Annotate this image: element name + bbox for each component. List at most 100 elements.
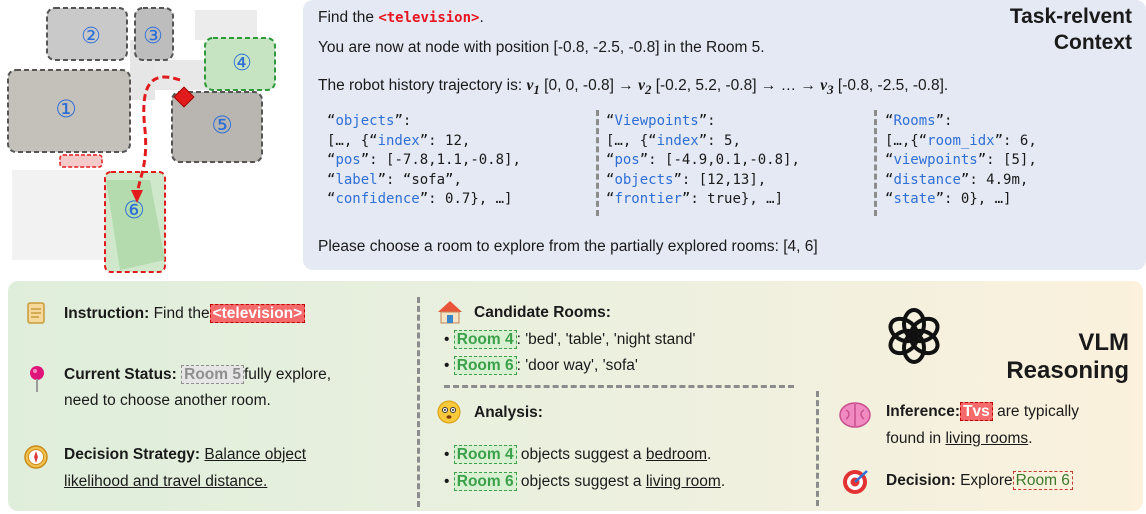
- context-title-line2: Context: [1053, 31, 1132, 54]
- candidate-room-6-tag: Room 6: [453, 356, 517, 375]
- strategy-row: Decision Strategy: Balance object: [64, 443, 306, 467]
- target-object: <television>: [378, 10, 480, 26]
- candidate-room-6: • Room 6: 'door way', 'sofa': [444, 354, 638, 378]
- context-title-line1: Task-relvent: [1009, 5, 1132, 28]
- floor-plan-map: ② ③ ① ④ ⑤ ⑥: [7, 7, 276, 273]
- vlm-title: VLM Reasoning: [1006, 329, 1129, 385]
- vlm-reasoning-panel: Instruction: Find the<television> Curren…: [8, 281, 1143, 511]
- room-5-label: ⑤: [211, 111, 233, 139]
- bullet: •: [444, 446, 450, 463]
- pushpin-icon: [30, 366, 44, 392]
- room-2-outline: [46, 7, 128, 61]
- room-4-outline: [204, 37, 276, 91]
- room-1-outline: [7, 69, 131, 153]
- node-v3-sub: 3: [827, 82, 834, 98]
- status-label: Current Status:: [64, 366, 177, 383]
- candidate-room-4-tag: Room 4: [453, 330, 517, 349]
- bullet: •: [444, 331, 450, 348]
- target-icon: [843, 470, 868, 494]
- code-divider: [596, 110, 599, 216]
- decision-label: Decision:: [886, 472, 956, 489]
- inference-room-type: living rooms: [945, 430, 1029, 447]
- column-divider: [816, 391, 819, 506]
- strategy-label: Decision Strategy:: [64, 446, 201, 463]
- task-context-panel: Find the <television>. Task-relvent Cont…: [303, 0, 1146, 270]
- instruction-label: Instruction:: [64, 305, 150, 322]
- candidate-room-6-objects: : 'door way', 'sofa': [516, 357, 638, 374]
- period: .: [720, 473, 726, 490]
- openai-logo-icon: [888, 308, 940, 364]
- period: .: [707, 446, 712, 463]
- trajectory-segment-1: [0, 0, -0.8] →: [544, 77, 634, 94]
- status-room-tag: Room 5: [181, 365, 244, 384]
- frontier-marker: [59, 154, 103, 168]
- analysis-room-6: • Room 6 objects suggest a living room.: [444, 470, 725, 494]
- strategy-text-2: likelihood and travel distance.: [64, 473, 268, 490]
- room-2-label: ②: [81, 24, 101, 49]
- viewpoints-json-block: “Viewpoints”: […, {“index”: 5, “pos”: [-…: [606, 113, 800, 207]
- analysis-room-4-tag: Room 4: [453, 445, 517, 464]
- house-icon: [438, 301, 462, 324]
- analysis-label: Analysis:: [474, 404, 543, 421]
- rooms-json-block: “Rooms”: […,{“room_idx”: 6, “viewpoints”…: [885, 113, 1037, 207]
- decision-room-tag: Room 6: [1012, 471, 1073, 490]
- instruction-row: Instruction: Find the<television>: [64, 302, 306, 326]
- room-1-label: ①: [55, 95, 77, 123]
- find-prefix: Find the: [318, 9, 375, 26]
- choose-room-line: Please choose a room to explore from the…: [318, 238, 818, 255]
- inference-row-2: found in living rooms.: [886, 427, 1033, 451]
- inference-row: Inference:Tvs are typically: [886, 400, 1079, 424]
- node-v1-sub: 1: [533, 82, 540, 98]
- inference-text-2: found in: [886, 430, 942, 447]
- analysis-room-4-type: bedroom: [645, 446, 708, 463]
- analysis-room-4-text: objects suggest a: [520, 446, 642, 463]
- analysis-room-6-tag: Room 6: [453, 472, 517, 491]
- find-suffix: .: [479, 9, 484, 26]
- trajectory-prefix: The robot history trajectory is:: [318, 77, 523, 94]
- vlm-title-line1: VLM: [1078, 329, 1129, 356]
- trajectory-path: [135, 75, 181, 196]
- candidates-label: Candidate Rooms:: [474, 304, 611, 321]
- room-6-label: ⑥: [123, 196, 145, 224]
- node-v2-sub: 2: [644, 82, 652, 98]
- brain-icon: [839, 402, 871, 428]
- scroll-icon: [27, 302, 45, 324]
- vlm-title-line2: Reasoning: [1006, 357, 1129, 384]
- period: .: [1028, 430, 1033, 447]
- analysis-room-6-type: living room: [645, 473, 721, 490]
- inference-text: are typically: [997, 403, 1079, 420]
- robot-position-marker: [173, 86, 195, 108]
- find-instruction-line: Find the <television>.: [318, 9, 484, 27]
- strategy-text-1: Balance object: [204, 446, 307, 463]
- instruction-text: Find the: [153, 305, 210, 322]
- room-4-label: ④: [232, 51, 252, 76]
- floor-area: [12, 170, 107, 260]
- trajectory-segment-2: [-0.2, 5.2, -0.8] → … →: [655, 77, 816, 94]
- section-divider: [444, 385, 794, 388]
- inference-label: Inference:: [886, 403, 961, 420]
- compass-icon: [24, 445, 48, 469]
- bullet: •: [444, 357, 450, 374]
- trajectory-arrowhead: [131, 190, 143, 203]
- bullet: •: [444, 473, 450, 490]
- node-v2: v: [638, 77, 645, 94]
- thinking-face-icon: [437, 400, 461, 424]
- instruction-target-tag: <television>: [209, 304, 306, 323]
- candidate-room-4: • Room 4: 'bed', 'table', 'night stand': [444, 328, 696, 352]
- status-text: fully explore,: [243, 366, 331, 383]
- room-6-view-cone: [106, 180, 165, 270]
- analysis-room-6-text: objects suggest a: [520, 473, 642, 490]
- room-5-outline: [171, 91, 263, 163]
- status-text-2: need to choose another room.: [64, 392, 271, 409]
- room-3-outline: [134, 7, 174, 61]
- node-v1: v: [526, 77, 534, 94]
- objects-json-block: “objects”: […, {“index”: 12, “pos”: [-7.…: [327, 113, 521, 207]
- code-divider: [874, 110, 877, 216]
- inference-target-tag: Tvs: [960, 402, 993, 421]
- position-line: You are now at node with position [-0.8,…: [318, 39, 765, 56]
- floor-area: [195, 10, 257, 40]
- room-3-label: ③: [143, 24, 163, 49]
- trajectory-line: The robot history trajectory is: v1 [0, …: [318, 77, 948, 98]
